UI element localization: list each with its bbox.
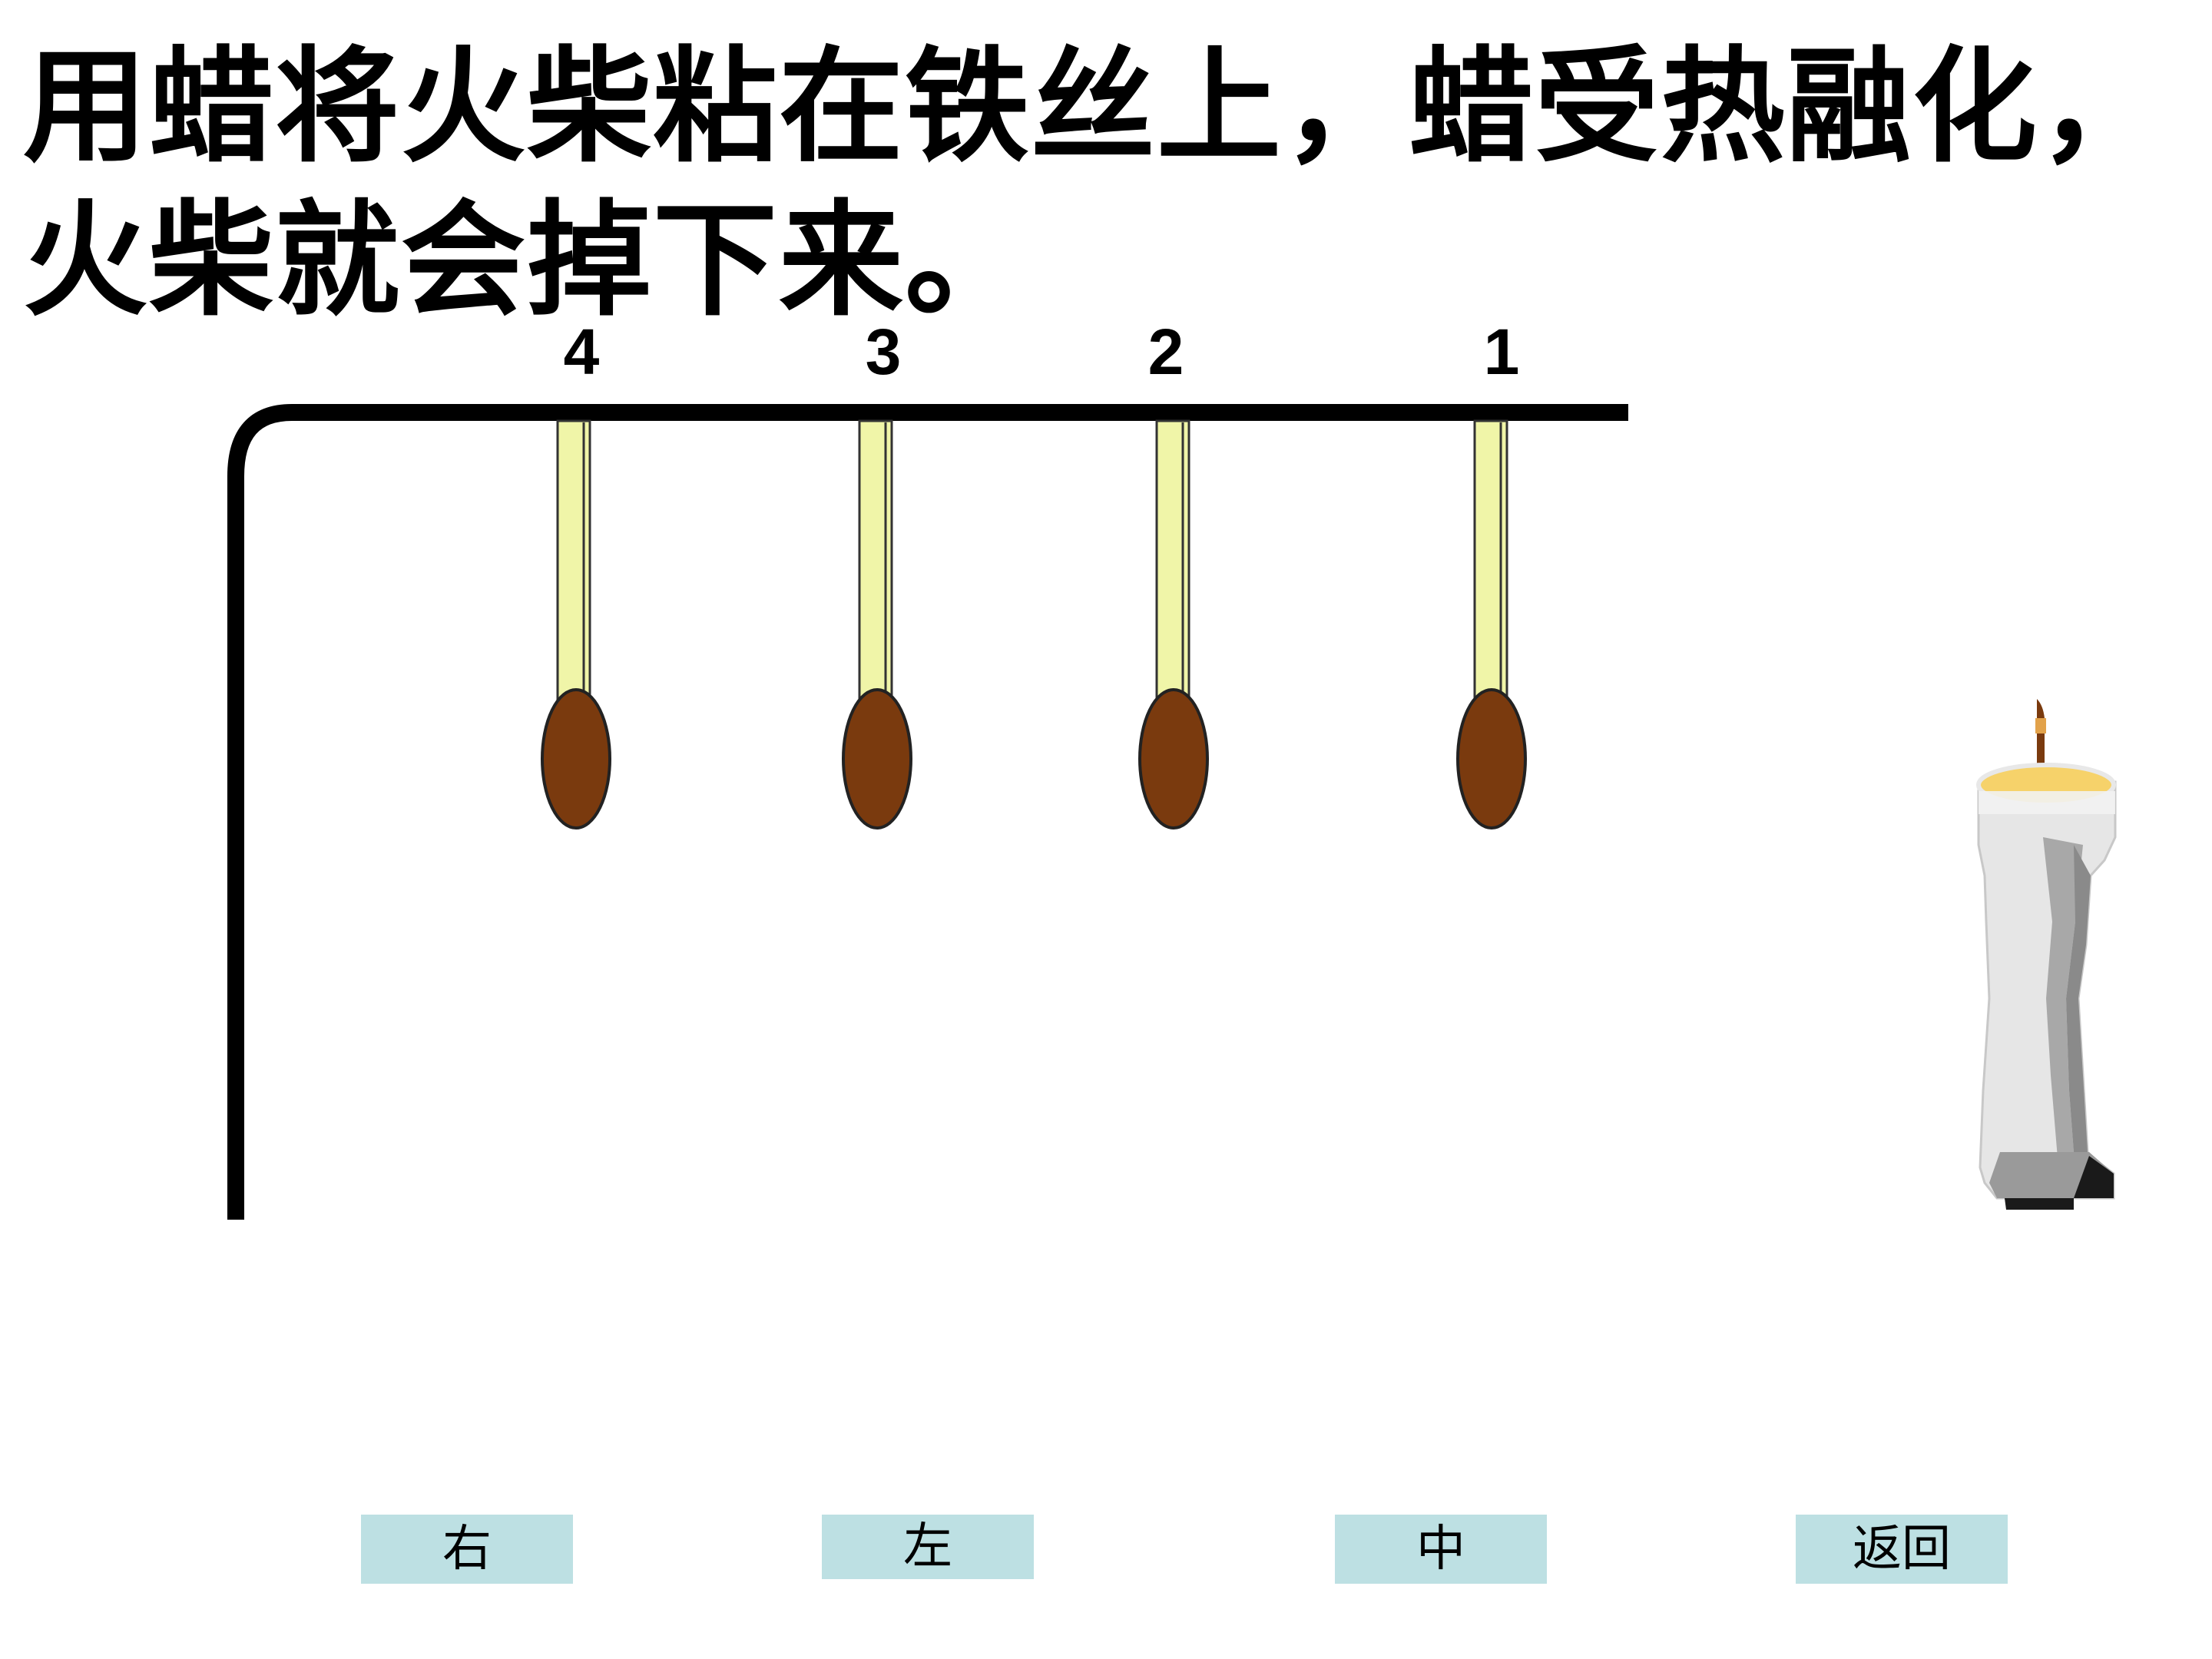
match-label-2: 2 (1147, 316, 1184, 388)
match-2-head (1138, 688, 1209, 830)
match-label-4: 4 (563, 316, 600, 388)
instruction-line-1: 用蜡将火柴粘在铁丝上，蜡受热融化， (23, 35, 2164, 180)
match-4-stick (556, 419, 591, 708)
instruction-text: 用蜡将火柴粘在铁丝上，蜡受热融化， 火柴就会掉下来。 (23, 31, 2164, 338)
match-label-1: 1 (1483, 316, 1520, 388)
instruction-line-2: 火柴就会掉下来。 (23, 189, 1031, 333)
candle-wick (2037, 699, 2045, 770)
match-2-stick (1155, 419, 1190, 708)
match-4-head (541, 688, 611, 830)
match-2 (1138, 419, 1209, 830)
match-3 (842, 419, 912, 830)
match-1-stick (1473, 419, 1508, 708)
match-label-3: 3 (865, 316, 902, 388)
left-button[interactable]: 左 (822, 1515, 1034, 1579)
back-button[interactable]: 返回 (1796, 1515, 2008, 1584)
match-1-head (1456, 688, 1527, 830)
match-3-head (842, 688, 912, 830)
match-1 (1456, 419, 1527, 830)
middle-button[interactable]: 中 (1335, 1515, 1547, 1584)
candle (1976, 699, 2117, 1210)
match-4 (541, 419, 611, 830)
iron-wire (227, 404, 1628, 1220)
right-button[interactable]: 右 (361, 1515, 573, 1584)
match-3-stick (858, 419, 893, 708)
